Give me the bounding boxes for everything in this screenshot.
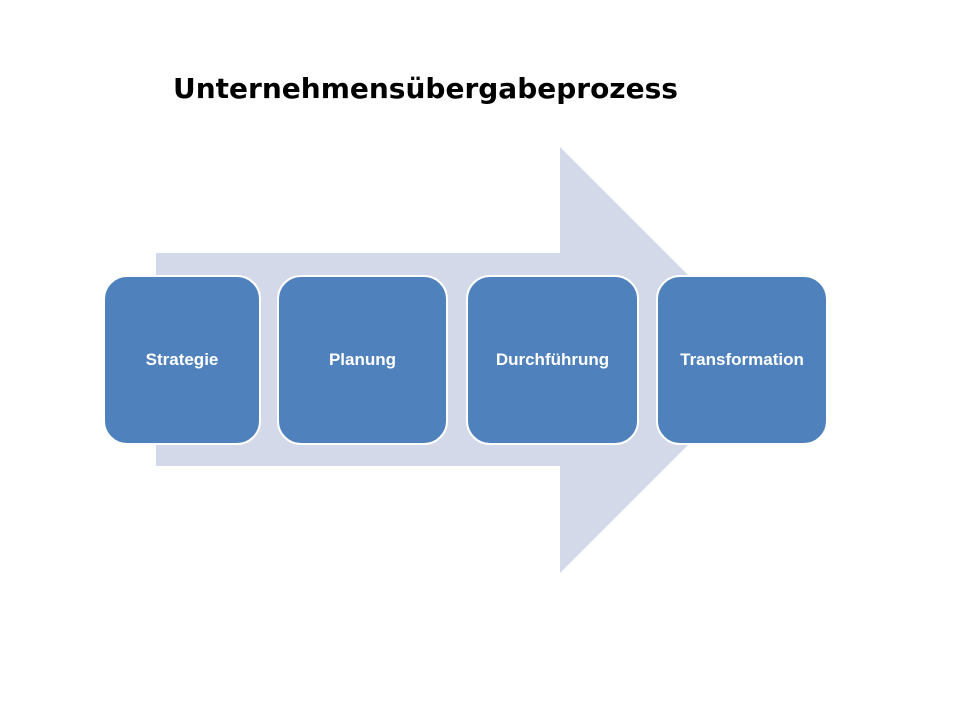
- step-strategie: Strategie: [103, 275, 261, 445]
- slide-title: Unternehmensübergabeprozess: [173, 72, 678, 105]
- step-label: Strategie: [145, 350, 219, 369]
- step-label: Transformation: [680, 350, 804, 369]
- arrow-shape: [156, 147, 773, 573]
- step-label: Planung: [328, 350, 397, 369]
- step-planung: Planung: [277, 275, 448, 445]
- step-durchfuehrung: Durchführung: [466, 275, 639, 445]
- step-label: Durchführung: [495, 350, 610, 369]
- step-transformation: Transformation: [656, 275, 828, 445]
